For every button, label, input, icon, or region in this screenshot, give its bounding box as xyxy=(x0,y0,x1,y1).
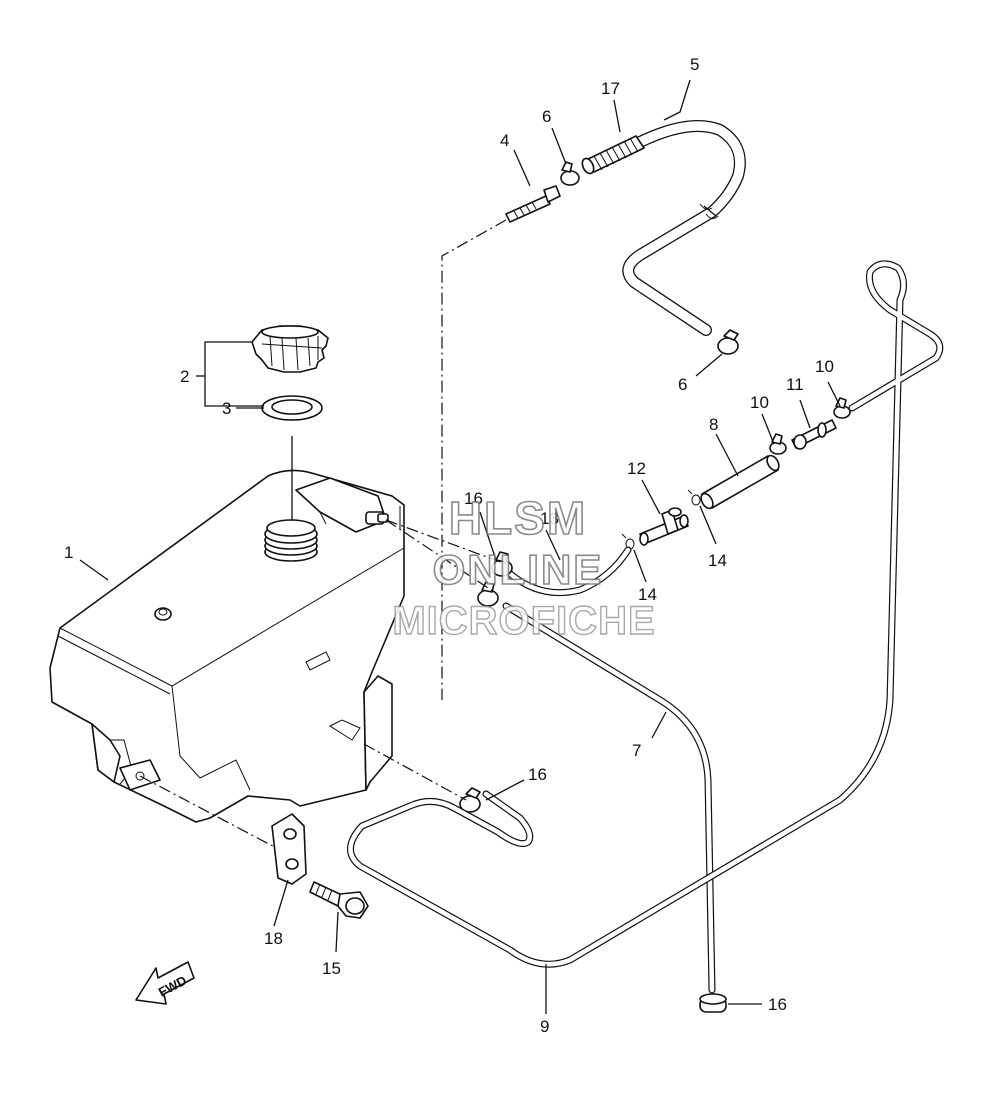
callout-2: 2 xyxy=(180,367,189,386)
callout-14a: 14 xyxy=(708,551,727,570)
spring-17 xyxy=(581,135,645,175)
bracket-18 xyxy=(271,813,307,885)
oil-tank xyxy=(49,469,405,823)
callout-14b: 14 xyxy=(638,585,657,604)
clamp-16-upper xyxy=(491,551,513,577)
clamp-6-lower xyxy=(717,329,739,355)
callout-3: 3 xyxy=(222,399,231,418)
callout-10b: 10 xyxy=(815,357,834,376)
bolt-4 xyxy=(505,185,561,223)
callout-12: 12 xyxy=(627,459,646,478)
callout-10a: 10 xyxy=(750,393,769,412)
watermark: HLSM ONLINE MICROFICHE xyxy=(392,491,656,644)
hose-7 xyxy=(502,602,716,994)
o-ring xyxy=(261,395,323,421)
callout-8: 8 xyxy=(709,415,718,434)
filler-cap xyxy=(251,325,329,373)
callout-11: 11 xyxy=(786,375,804,394)
callout-leaders xyxy=(79,79,841,1014)
callout-17: 17 xyxy=(601,79,620,98)
clamp-16-bottom xyxy=(699,993,727,1013)
callout-9: 9 xyxy=(540,1017,549,1036)
callout-16a: 16 xyxy=(464,489,483,508)
callout-13: 13 xyxy=(540,509,559,528)
clamp-10-right xyxy=(833,397,851,419)
clamp-16-lower xyxy=(459,787,481,813)
callout-6a: 6 xyxy=(542,107,551,126)
callout-6b: 6 xyxy=(678,375,687,394)
tube-8 xyxy=(700,454,780,510)
tube-13 xyxy=(504,546,632,597)
callout-5: 5 xyxy=(690,55,699,74)
hose-9 xyxy=(347,260,944,968)
clamp-16-mid xyxy=(477,581,499,607)
grommet xyxy=(154,607,172,621)
clip-14-upper xyxy=(687,489,701,506)
hose-5 xyxy=(622,120,746,336)
watermark-line3: MICROFICHE xyxy=(392,599,655,643)
callout-18: 18 xyxy=(264,929,283,948)
callout-16c: 16 xyxy=(768,995,787,1014)
callout-1: 1 xyxy=(64,543,73,562)
callout-4: 4 xyxy=(500,131,509,150)
filler-neck-threads xyxy=(264,519,318,562)
callout-7: 7 xyxy=(632,741,641,760)
fitting-11 xyxy=(791,419,837,450)
fwd-arrow-icon: FWD xyxy=(135,961,195,1005)
callout-16b: 16 xyxy=(528,765,547,784)
clamp-10-left xyxy=(769,433,787,455)
bolt-15 xyxy=(309,881,369,919)
clamp-6-upper xyxy=(560,161,580,186)
callout-15: 15 xyxy=(322,959,341,978)
watermark-line2: ONLINE xyxy=(433,546,604,593)
callouts: 1 2 3 4 5 6 6 7 8 9 10 10 11 12 13 14 14… xyxy=(64,55,834,1036)
t-fitting-12 xyxy=(639,507,689,546)
watermark-line1: HLSM xyxy=(449,492,587,544)
